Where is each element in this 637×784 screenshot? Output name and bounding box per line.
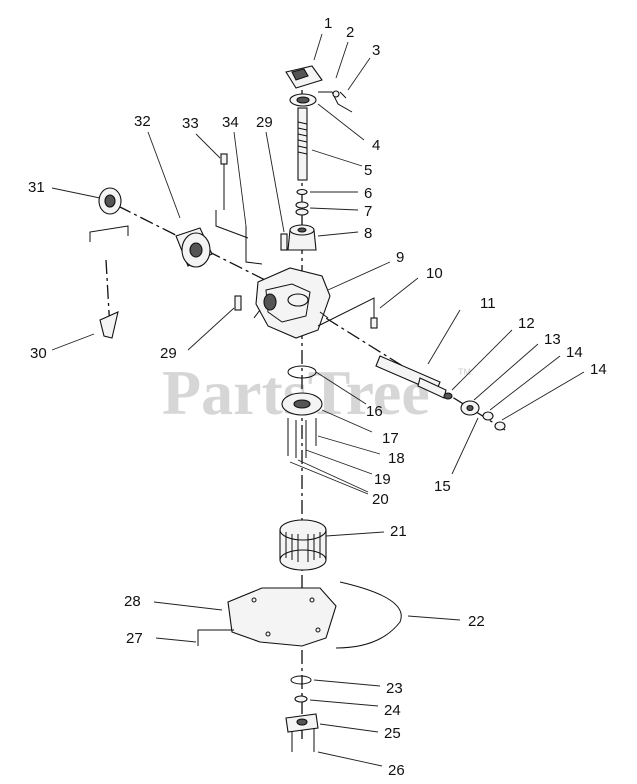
callout-30: 30 <box>30 345 47 362</box>
washer-12-part <box>443 392 453 400</box>
callout-14-lower: 14 <box>590 361 607 378</box>
callout-7: 7 <box>364 203 372 220</box>
callout-9: 9 <box>396 249 404 266</box>
callout-27: 27 <box>126 630 143 647</box>
bracket-30-part <box>89 225 129 339</box>
callout-3: 3 <box>372 42 380 59</box>
dowel-29b-part <box>234 295 242 311</box>
callout-29-lower: 29 <box>160 345 177 362</box>
callout-4: 4 <box>372 137 380 154</box>
callout-20: 20 <box>372 491 389 508</box>
watermark-trademark: TM <box>458 367 471 377</box>
callout-19: 19 <box>374 471 391 488</box>
pins-18-19-20-part <box>287 418 317 458</box>
callout-1: 1 <box>324 15 332 32</box>
callout-12: 12 <box>518 315 535 332</box>
washer-14a-part <box>482 411 494 421</box>
transaxle-housing-part <box>253 267 331 339</box>
spring-7-part <box>295 201 309 216</box>
callout-17: 17 <box>382 430 399 447</box>
callout-26: 26 <box>388 762 405 779</box>
callout-28: 28 <box>124 593 141 610</box>
callout-33: 33 <box>182 115 199 132</box>
washer-14b-part <box>494 421 506 431</box>
callout-29-upper: 29 <box>256 114 273 131</box>
o-ring-23-part <box>290 675 312 685</box>
bolt-10-part <box>317 297 378 329</box>
cover-plate-28-part <box>227 587 337 647</box>
callout-labels: 1 2 3 4 5 6 7 8 9 10 11 12 13 14 14 15 1… <box>28 15 607 779</box>
top-linkage-part <box>285 65 353 113</box>
callout-10: 10 <box>426 265 443 282</box>
top-bearing-part <box>289 93 317 107</box>
callout-25: 25 <box>384 725 401 742</box>
callout-14-upper: 14 <box>566 344 583 361</box>
callout-34: 34 <box>222 114 239 131</box>
gear-8-part <box>287 224 317 251</box>
pulley-32-part <box>175 227 213 268</box>
pin-33-part <box>215 153 249 239</box>
callout-22: 22 <box>468 613 485 630</box>
callout-8: 8 <box>364 225 372 242</box>
leader-lines <box>51 33 585 767</box>
callout-31: 31 <box>28 179 45 196</box>
bearing-31-part <box>98 187 122 215</box>
output-shaft-part <box>375 355 447 399</box>
callout-24: 24 <box>384 702 401 719</box>
callout-13: 13 <box>544 331 561 348</box>
washer-24-part <box>294 695 308 703</box>
sealant-22-part <box>335 581 402 649</box>
callout-21: 21 <box>390 523 407 540</box>
callout-18: 18 <box>388 450 405 467</box>
cylinder-block-21-part <box>279 519 327 571</box>
dowel-29a-part <box>280 233 288 251</box>
flange-25-part <box>285 713 319 733</box>
callout-11: 11 <box>480 295 496 312</box>
callout-5: 5 <box>364 162 372 179</box>
plate-17-part <box>281 392 323 416</box>
callout-23: 23 <box>386 680 403 697</box>
bolt-27-part <box>197 629 234 646</box>
rod-34-part <box>245 226 263 265</box>
callout-15: 15 <box>434 478 451 495</box>
callout-2: 2 <box>346 24 354 41</box>
callout-32: 32 <box>134 113 151 130</box>
screws-26-part <box>291 728 315 752</box>
callout-16: 16 <box>366 403 383 420</box>
vertical-shaft-part <box>297 107 308 181</box>
callout-6: 6 <box>364 185 372 202</box>
ring-6-part <box>296 188 308 196</box>
gear-13-part <box>460 400 480 416</box>
